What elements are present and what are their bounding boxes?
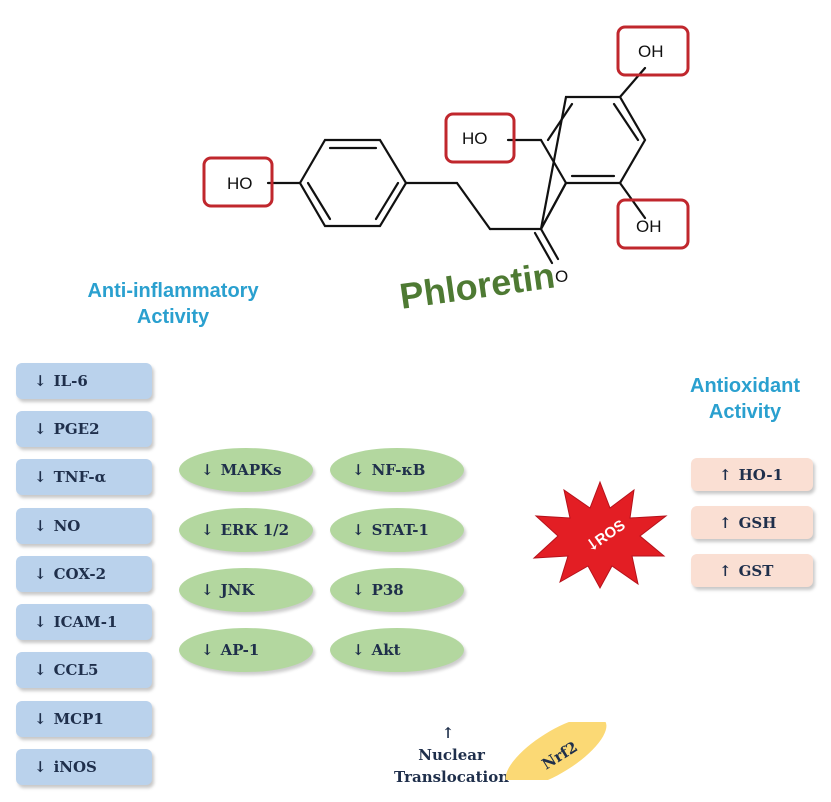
up-arrow-icon: ↑: [719, 513, 732, 532]
pathway-oval-akt: ↓Akt: [330, 628, 464, 672]
pathway-oval-mapks: ↓MAPKs: [179, 448, 313, 492]
down-arrow-icon: ↓: [34, 468, 47, 486]
mediator-box-pge2: ↓PGE2: [16, 411, 152, 447]
pathway-oval-ap-1: ↓AP-1: [179, 628, 313, 672]
phloretin-structure: OH HO HO OH O: [202, 25, 690, 286]
nuclear-translocation-label: ↑Nuclear Translocation: [394, 724, 510, 786]
up-arrow-icon: ↑: [441, 724, 455, 742]
pathway-oval-erk: ↓ERK 1/2: [179, 508, 313, 552]
mediator-box-ccl5: ↓CCL5: [16, 652, 152, 688]
mediator-box-no: ↓NO: [16, 508, 152, 544]
down-arrow-icon: ↓: [34, 420, 47, 438]
mediator-box-icam-1: ↓ICAM-1: [16, 604, 152, 640]
down-arrow-icon: ↓: [352, 581, 365, 599]
down-arrow-icon: ↓: [201, 461, 214, 479]
down-arrow-icon: ↓: [201, 641, 214, 659]
antioxidant-heading: Antioxidant Activity: [690, 375, 800, 423]
pathway-oval-p38: ↓P38: [330, 568, 464, 612]
mediator-box-il-6: ↓IL-6: [16, 363, 152, 399]
down-arrow-icon: ↓: [352, 641, 365, 659]
mediator-box-inos: ↓iNOS: [16, 749, 152, 785]
down-arrow-icon: ↓: [34, 565, 47, 583]
down-arrow-icon: ↓: [34, 710, 47, 728]
nrf2-oval: Nrf2: [505, 722, 607, 780]
pathway-oval-nf-kb: ↓NF-κB: [330, 448, 464, 492]
highlight-box-oh-bottom: [616, 198, 690, 250]
highlight-box-oh-top: [616, 25, 690, 77]
down-arrow-icon: ↓: [201, 581, 214, 599]
oh-label-top: OH: [638, 42, 664, 61]
carbonyl-oxygen-label: O: [555, 267, 568, 286]
oh-label-bottom: OH: [636, 217, 662, 236]
down-arrow-icon: ↓: [34, 613, 47, 631]
ros-starburst: ↓ ROS: [532, 480, 668, 590]
down-arrow-icon: ↓: [34, 372, 47, 390]
down-arrow-icon: ↓: [34, 758, 47, 776]
antioxidant-box-gsh: ↑GSH: [691, 506, 813, 539]
mediator-box-cox-2: ↓COX-2: [16, 556, 152, 592]
ho-label-left: HO: [227, 174, 253, 193]
highlight-box-ho-mid: [444, 112, 516, 164]
anti-inflammatory-heading: Anti-inflammatory Activity: [87, 280, 259, 328]
highlight-box-ho-left: [202, 156, 274, 208]
down-arrow-icon: ↓: [352, 461, 365, 479]
antioxidant-box-ho-1: ↑HO-1: [691, 458, 813, 491]
up-arrow-icon: ↑: [719, 561, 732, 580]
pathway-oval-jnk: ↓JNK: [179, 568, 313, 612]
down-arrow-icon: ↓: [34, 517, 47, 535]
down-arrow-icon: ↓: [34, 661, 47, 679]
down-arrow-icon: ↓: [201, 521, 214, 539]
ho-label-mid: HO: [462, 129, 488, 148]
pathway-oval-stat-1: ↓STAT-1: [330, 508, 464, 552]
down-arrow-icon: ↓: [352, 521, 365, 539]
mediator-box-mcp1: ↓MCP1: [16, 701, 152, 737]
up-arrow-icon: ↑: [719, 465, 732, 484]
antioxidant-box-gst: ↑GST: [691, 554, 813, 587]
mediator-box-tnf: ↓TNF-α: [16, 459, 152, 495]
